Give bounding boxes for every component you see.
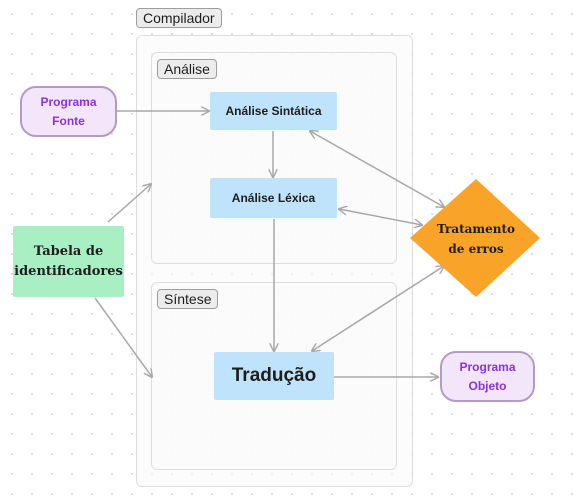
tabela-line2: identificadores [14,263,123,279]
analise-sintatica-label: Análise Sintática [225,104,322,118]
tratamento-diamond [410,179,540,297]
tabela-line1: Tabela de [33,243,104,259]
programa-objeto-line1: Programa [459,359,516,374]
analise-label: Análise [157,59,217,79]
programa-fonte-node[interactable]: Programa Fonte [20,86,117,137]
tabela-identificadores-node[interactable]: Tabela de identificadores [13,226,124,297]
edge-tabela-analise [107,184,151,223]
tratamento-line1: Tratamento [436,222,516,236]
tratamento-line2: de erros [448,242,504,256]
analise-sintatica-node[interactable]: Análise Sintática [210,92,337,130]
programa-fonte-line2: Fonte [52,113,85,128]
sintese-label: Síntese [157,289,219,309]
analise-lexica-node[interactable]: Análise Léxica [210,178,337,218]
programa-objeto-line2: Objeto [468,378,507,393]
traducao-label: Tradução [231,365,317,386]
compilador-label: Compilador [136,8,222,28]
edge-erros-lexica [339,209,422,225]
edge-erros-traducao [312,266,444,351]
programa-objeto-node[interactable]: Programa Objeto [440,351,535,402]
programa-fonte-line1: Programa [40,94,97,109]
analise-lexica-label: Análise Léxica [231,191,316,205]
traducao-node[interactable]: Tradução [214,352,334,400]
edge-erros-sintatica [310,131,444,207]
tratamento-label[interactable]: Tratamento de erros [420,219,532,259]
edge-tabela-sintese [94,297,152,377]
